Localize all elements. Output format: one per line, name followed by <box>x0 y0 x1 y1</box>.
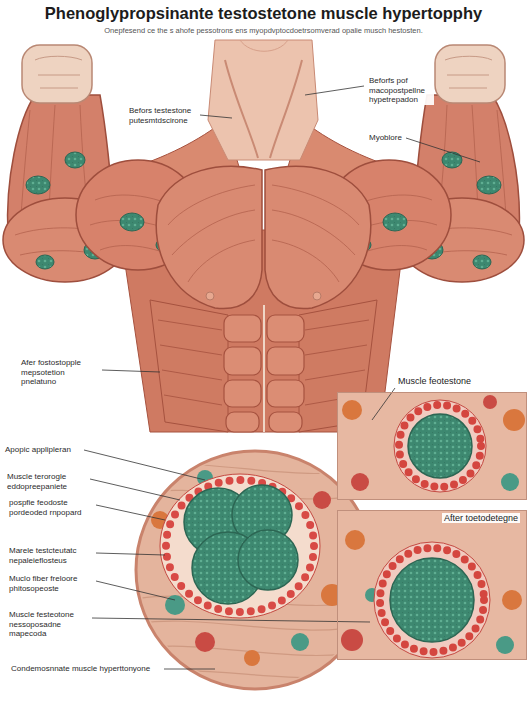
callout-label: pospfie feodoste pordeoded rnpopard <box>8 498 94 517</box>
callout-label: Apopic applipleran <box>4 445 72 455</box>
callout-label: Muscle festeotone nessoposadne mapecoda <box>8 610 90 639</box>
bottom-caption-label: Condemosnnate muscle hyperttonyone <box>10 664 151 674</box>
callout-label: Befors testestone putesmtdscirone <box>128 106 200 125</box>
inset-panel: After toetodetegne <box>337 510 527 660</box>
panel-heading: Muscle feotestone <box>396 376 473 386</box>
callout-label: Beforfs pof macopostpellne hypetrepadon <box>368 76 434 105</box>
callout-label: Myoblore <box>368 133 403 143</box>
inset-panel: Muscle feotestone <box>337 392 527 500</box>
leader-lines <box>84 86 480 669</box>
subtitle-note: Onepfesend ce the s ahofe pessotrons ens… <box>103 26 424 35</box>
page-title: Phenoglypropsinante testostetone muscle … <box>43 4 484 23</box>
callout-label: Marele testcteutatc nepaleieflosteus <box>8 546 94 565</box>
callout-label: Afer fostostopple mepsotetion pnelatuno <box>20 358 100 387</box>
panel-heading: After toetodetegne <box>442 513 520 523</box>
callout-label: Muscle terorogle eddopreepaniete <box>6 472 90 491</box>
callout-label: Muclo fiber freloore phitosopeoste <box>8 574 94 593</box>
